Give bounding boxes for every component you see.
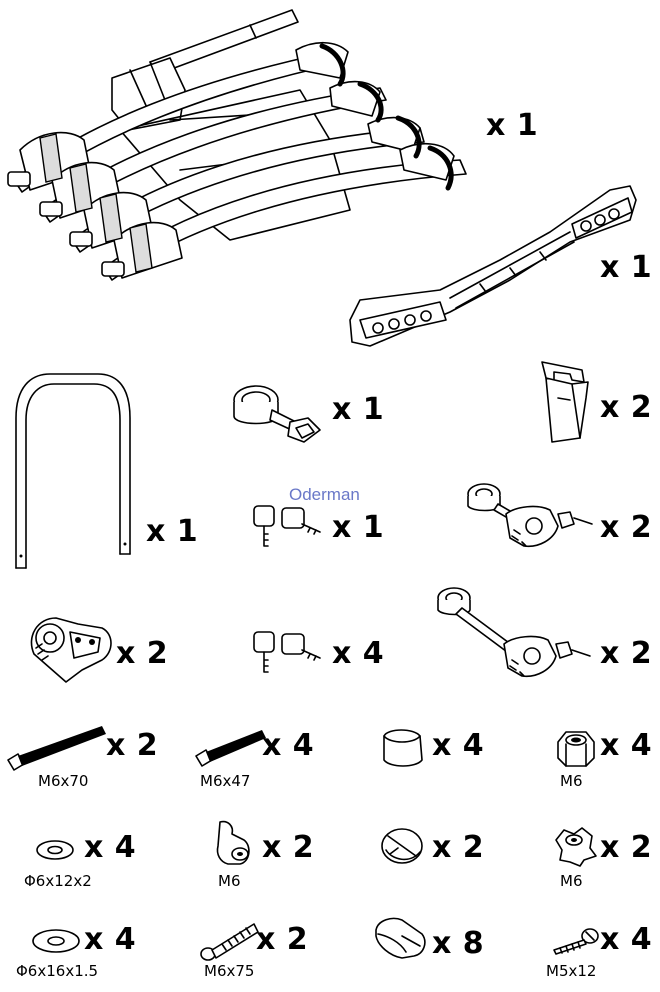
qty-beam: x 1 <box>600 250 653 285</box>
carriage-bolt-m6x75 <box>198 918 260 964</box>
wing-knob-icon <box>216 820 250 865</box>
qty-clip: x 2 <box>600 390 653 425</box>
qty-keys1: x 1 <box>332 510 385 545</box>
qty-ratchet: x 2 <box>116 636 169 671</box>
light-bar <box>340 180 640 350</box>
ratchet <box>20 612 120 686</box>
ratchet-icon <box>30 617 112 683</box>
screw-m5x12 <box>548 926 600 956</box>
wing-knob-m6 <box>210 818 256 870</box>
qty-frame: x 1 <box>146 514 199 549</box>
washer-large <box>30 926 82 956</box>
strap <box>228 378 328 448</box>
qty-star-m6: x 2 <box>600 830 653 865</box>
watermark: Oderman <box>289 485 360 504</box>
label-bolt-m6x47: M6x47 <box>200 772 251 790</box>
bolt-icon <box>195 730 266 767</box>
end-cap-icon <box>383 729 423 767</box>
label-washer-small: Φ6x12x2 <box>24 872 92 890</box>
qty-knob-round: x 2 <box>432 830 485 865</box>
qty-bolt-m6x75: x 2 <box>256 922 309 957</box>
u-frame <box>10 368 140 578</box>
key-pair-icon <box>253 631 321 673</box>
hex-nut-m6 <box>552 726 598 770</box>
frame-holder-long <box>432 584 596 690</box>
washer-icon <box>36 840 74 860</box>
washer-icon <box>32 929 80 953</box>
label-nut-m6: M6 <box>560 772 583 790</box>
star-knob-m6 <box>552 824 598 868</box>
end-cap <box>378 726 428 770</box>
washer-small <box>34 838 76 862</box>
frame-holder-long-icon <box>437 587 591 678</box>
qty-washer-large: x 4 <box>84 922 137 957</box>
qty-carrier: x 1 <box>486 108 539 143</box>
bolt-m6x70 <box>6 722 110 774</box>
label-wing-m6: M6 <box>218 872 241 890</box>
carriage-bolt-icon <box>200 923 259 961</box>
u-frame-icon <box>15 373 131 569</box>
bolt-m6x47 <box>194 726 270 770</box>
qty-washer-small: x 4 <box>84 830 137 865</box>
light-bar-icon <box>349 185 637 347</box>
strap-icon <box>233 385 321 443</box>
qty-keys4: x 4 <box>332 636 385 671</box>
clip-icon <box>541 361 589 443</box>
round-knob-icon <box>381 828 423 864</box>
bike-carrier-rack <box>0 0 480 300</box>
qty-strap: x 1 <box>332 392 385 427</box>
qty-screw-m5x12: x 4 <box>600 922 653 957</box>
qty-wing-m6: x 2 <box>262 830 315 865</box>
label-star-m6: M6 <box>560 872 583 890</box>
qty-nut-m6: x 4 <box>600 728 653 763</box>
qty-arm-short: x 2 <box>600 510 653 545</box>
frame-holder-short-icon <box>467 483 593 548</box>
label-bolt-m6x75: M6x75 <box>204 962 255 980</box>
qty-pad: x 8 <box>432 926 485 961</box>
screw-icon <box>553 928 599 955</box>
label-washer-large: Φ6x16x1.5 <box>16 962 99 980</box>
key-pair-4 <box>250 626 326 678</box>
hex-nut-icon <box>557 731 595 767</box>
clip <box>532 358 592 448</box>
round-knob <box>378 826 426 868</box>
label-bolt-m6x70: M6x70 <box>38 772 89 790</box>
qty-bolt-m6x70: x 2 <box>106 728 159 763</box>
rubber-pad <box>370 912 430 964</box>
frame-holder-short <box>462 478 598 562</box>
qty-arm-long: x 2 <box>600 636 653 671</box>
qty-bolt-m6x47: x 4 <box>262 728 315 763</box>
qty-cap: x 4 <box>432 728 485 763</box>
star-knob-icon <box>555 827 597 867</box>
label-screw-m5x12: M5x12 <box>546 962 597 980</box>
bike-carrier-rack-icon <box>7 9 467 281</box>
key-pair-1 <box>250 500 326 552</box>
key-pair-icon <box>253 505 321 547</box>
rubber-pad-icon <box>375 917 426 959</box>
bolt-icon <box>7 726 106 771</box>
